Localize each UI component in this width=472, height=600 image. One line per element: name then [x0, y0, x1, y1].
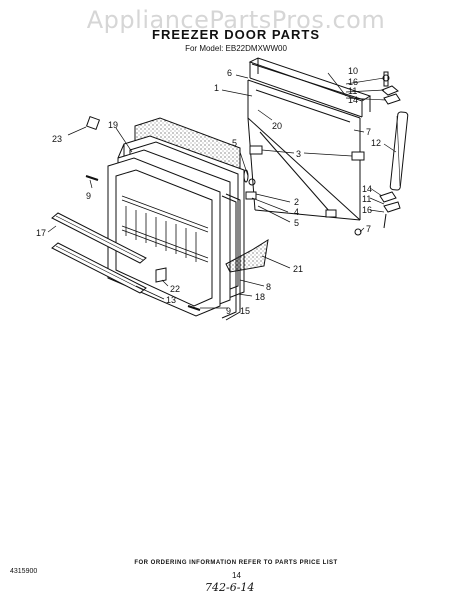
hinge-blocks	[245, 145, 365, 218]
callout-7b: 7	[366, 224, 371, 234]
door-frame	[247, 79, 361, 221]
ordering-note: FOR ORDERING INFORMATION REFER TO PARTS …	[134, 560, 338, 566]
callout-3: 3	[296, 149, 301, 159]
page-number: 14	[232, 571, 241, 580]
callout-11: 11	[348, 86, 357, 96]
callout-17: 17	[36, 228, 46, 238]
leader-lines	[47, 72, 397, 309]
page-title: FREEZER DOOR PARTS	[152, 27, 320, 42]
callout-10: 10	[348, 66, 358, 76]
callout-19: 19	[108, 120, 118, 130]
callout-21: 21	[293, 264, 303, 274]
breaker-strips	[51, 212, 147, 294]
model-subtitle: For Model: EB22DMXWW00	[185, 44, 287, 53]
callout-16b: 16	[362, 205, 372, 215]
callout-1: 1	[214, 83, 219, 93]
callout-7: 7	[366, 127, 371, 137]
callout-16: 16	[348, 77, 358, 87]
callout-20: 20	[272, 121, 282, 131]
callout-9: 9	[86, 191, 91, 201]
bottom-hinge-hardware	[354, 191, 401, 236]
side-handle	[389, 111, 409, 191]
callout-5b: 5	[294, 218, 299, 228]
callout-8: 8	[266, 282, 271, 292]
callout-6: 6	[227, 68, 232, 78]
callout-11b: 11	[362, 194, 371, 204]
watermark: AppliancePartsPros.com	[86, 6, 386, 34]
callout-18: 18	[255, 292, 265, 302]
callout-12: 12	[371, 138, 381, 148]
callout-13: 13	[166, 295, 176, 305]
callout-5: 5	[232, 138, 237, 148]
top-hinge-hardware	[381, 71, 401, 105]
callout-4: 4	[294, 207, 299, 217]
handwritten-annotation: 742-6-14	[205, 581, 255, 594]
door-front-panel	[107, 157, 221, 317]
callout-23: 23	[52, 134, 62, 144]
document-number: 4315900	[10, 568, 38, 575]
callout-9b: 9	[226, 306, 231, 316]
callout-2: 2	[294, 197, 299, 207]
callout-labels: 6 10 16 11 14 1 20 7 12 23 19 5 3 9 14 1…	[36, 66, 381, 316]
callout-14: 14	[348, 95, 358, 105]
callout-15: 15	[240, 306, 250, 316]
callout-14b: 14	[362, 184, 372, 194]
top-handle-strip	[248, 57, 372, 118]
callout-22: 22	[170, 284, 180, 294]
